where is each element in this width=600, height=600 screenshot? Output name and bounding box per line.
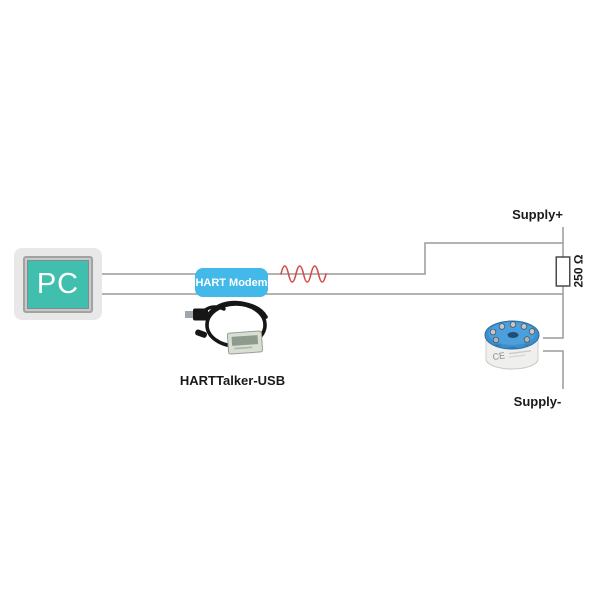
pc-screen: PC [27, 259, 89, 309]
transmitter-center-slot [507, 332, 519, 338]
usb-clip [195, 329, 208, 338]
pc-monitor: PC [14, 248, 102, 320]
transmitter-label-line2 [508, 354, 526, 358]
hart-signal-wave-icon [280, 265, 327, 283]
wire-resistor-to-transmitter [543, 286, 564, 339]
transmitter-notches [494, 344, 530, 349]
usb-plug-metal [185, 311, 194, 318]
ce-mark: CE [492, 350, 506, 362]
pc-screen-bezel: PC [23, 255, 93, 313]
resistor-symbol [555, 256, 571, 287]
transmitter-base-edges [485, 340, 539, 359]
wire-top [102, 242, 563, 275]
temperature-transmitter-image: CE [484, 320, 540, 370]
transmitter-screws [489, 321, 536, 344]
supply-minus-label: Supply- [513, 394, 562, 409]
supply-plus-label: Supply+ [512, 207, 563, 222]
usb-plug-body [193, 308, 208, 321]
usb-cable-image [185, 300, 268, 355]
pc-label: PC [36, 267, 80, 300]
resistor-value-label: 250 Ω [571, 254, 586, 288]
hart-modem-label: HART Modem [195, 276, 268, 289]
hart-modem-box: HART Modem [195, 268, 268, 297]
usb-caption: HARTTalker-USB [179, 373, 286, 388]
usb-module [226, 330, 264, 355]
transmitter-label-line [509, 350, 532, 355]
wire-transmitter-to-supply-minus [543, 350, 564, 389]
